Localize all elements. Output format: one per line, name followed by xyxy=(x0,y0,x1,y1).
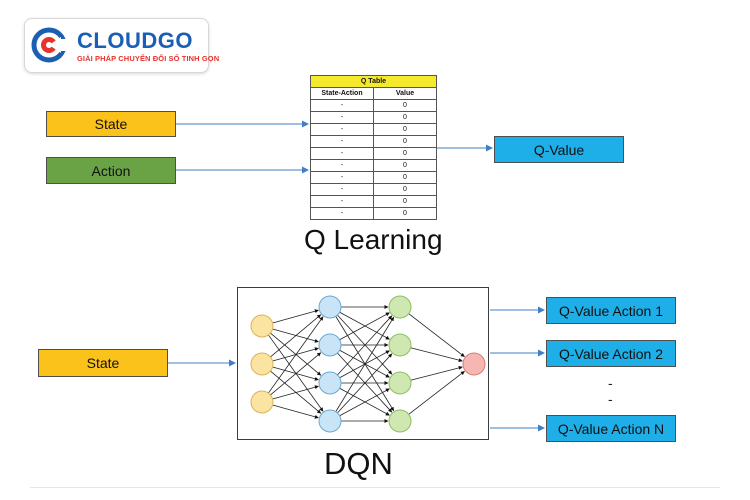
network-edge xyxy=(339,387,390,416)
network-edge xyxy=(270,352,322,396)
logo-tagline: GIẢI PHÁP CHUYỂN ĐỔI SỐ TINH GỌN xyxy=(77,54,220,63)
q-table-cell-value: 0 xyxy=(373,171,437,184)
q-table-cell-value: 0 xyxy=(373,159,437,172)
q-table-cell-state-action: - xyxy=(310,183,374,196)
network-edge xyxy=(272,328,319,343)
q-table-cell-value: 0 xyxy=(373,147,437,160)
network-node-layer-1 xyxy=(250,314,274,338)
network-edge xyxy=(268,316,324,394)
network-edge xyxy=(272,385,319,400)
network-edge xyxy=(270,314,322,358)
bottom-divider xyxy=(30,487,720,488)
neural-network-frame xyxy=(237,287,489,440)
q-value-action-2-box: Q-Value Action 2 xyxy=(546,340,676,367)
q-table-cell-state-action: - xyxy=(310,111,374,124)
network-node-layer-3 xyxy=(388,371,412,395)
network-edge xyxy=(408,313,465,357)
q-table-cell-value: 0 xyxy=(373,183,437,196)
network-node-layer-1 xyxy=(250,352,274,376)
q-table-row: -0 xyxy=(310,123,437,136)
q-learning-caption: Q Learning xyxy=(304,224,443,255)
q-table-row: -0 xyxy=(310,171,437,184)
q-learning-state-box: State xyxy=(46,111,176,137)
network-edge xyxy=(272,309,319,324)
neural-network-diagram xyxy=(250,295,486,433)
ellipsis-dash: - xyxy=(608,391,613,407)
network-edge xyxy=(408,371,465,415)
q-table-cell-state-action: - xyxy=(310,171,374,184)
q-table-cell-value: 0 xyxy=(373,207,437,220)
network-edge xyxy=(339,349,390,378)
cloudgo-logo-icon xyxy=(31,27,69,63)
dqn-state-box: State xyxy=(38,349,168,377)
network-node-layer-2 xyxy=(318,409,342,433)
q-table-cell-state-action: - xyxy=(310,159,374,172)
cloudgo-logo: CLOUDGO GIẢI PHÁP CHUYỂN ĐỔI SỐ TINH GỌN xyxy=(24,18,219,73)
q-value-action-1-box: Q-Value Action 1 xyxy=(546,297,676,324)
q-table-cell-state-action: - xyxy=(310,99,374,112)
q-table-title: Q Table xyxy=(310,75,437,88)
network-node-layer-2 xyxy=(318,371,342,395)
logo-name: CLOUDGO xyxy=(77,28,193,53)
q-table-cell-state-action: - xyxy=(310,123,374,136)
q-table-row: -0 xyxy=(310,99,437,112)
network-node-layer-2 xyxy=(318,295,342,319)
network-edge xyxy=(337,315,393,376)
network-node-layer-4 xyxy=(462,352,486,376)
network-node-layer-1 xyxy=(250,390,274,414)
q-table-row: -0 xyxy=(310,111,437,124)
q-table-cell-state-action: - xyxy=(310,135,374,148)
ellipsis-dash: - xyxy=(608,375,613,391)
network-edge xyxy=(410,347,463,363)
q-value-box: Q-Value xyxy=(494,136,624,163)
network-edge xyxy=(272,366,319,381)
q-table: Q Table State-Action Value -0-0-0-0-0-0-… xyxy=(310,75,437,220)
q-table-cell-value: 0 xyxy=(373,123,437,136)
network-edge xyxy=(339,388,390,417)
network-edge xyxy=(272,404,319,419)
network-node-layer-3 xyxy=(388,295,412,319)
q-table-cell-state-action: - xyxy=(310,195,374,208)
q-table-header-value: Value xyxy=(373,87,437,100)
q-table-cell-value: 0 xyxy=(373,135,437,148)
network-edge xyxy=(339,312,390,341)
q-table-row: -0 xyxy=(310,135,437,148)
network-node-layer-2 xyxy=(318,333,342,357)
network-edge xyxy=(270,370,322,414)
q-value-action-n-box: Q-Value Action N xyxy=(546,415,676,442)
q-table-row: -0 xyxy=(310,159,437,172)
network-edge xyxy=(270,332,322,376)
q-table-row: -0 xyxy=(310,183,437,196)
q-table-cell-state-action: - xyxy=(310,207,374,220)
q-table-row: -0 xyxy=(310,195,437,208)
network-edge xyxy=(337,353,393,414)
q-table-row: -0 xyxy=(310,207,437,220)
network-node-layer-3 xyxy=(388,333,412,357)
network-edge xyxy=(335,316,395,412)
q-learning-action-box: Action xyxy=(46,157,176,184)
q-table-cell-state-action: - xyxy=(310,147,374,160)
q-table-header-state-action: State-Action xyxy=(310,87,374,100)
q-table-row: -0 xyxy=(310,147,437,160)
dqn-caption: DQN xyxy=(324,446,393,481)
network-node-layer-3 xyxy=(388,409,412,433)
q-table-cell-value: 0 xyxy=(373,111,437,124)
network-edge xyxy=(339,311,390,340)
network-edge xyxy=(410,365,463,381)
ellipsis-dashes: - - xyxy=(608,376,613,408)
q-table-cell-value: 0 xyxy=(373,99,437,112)
q-table-cell-value: 0 xyxy=(373,195,437,208)
